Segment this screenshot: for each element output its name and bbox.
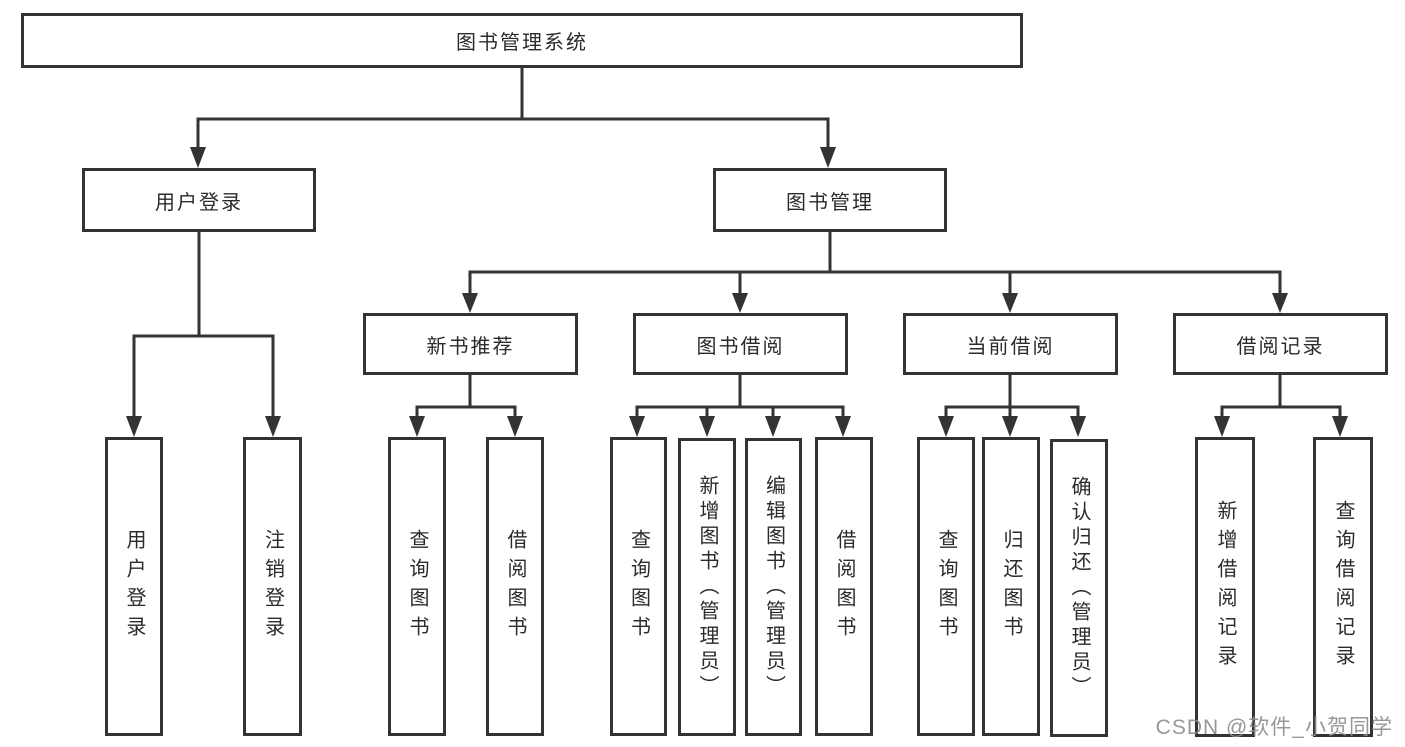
node-borrow-records: 借阅记录: [1173, 313, 1388, 375]
node-leaf-br-query-record: 查询借阅记录: [1313, 437, 1373, 737]
connector-book-borrow: [629, 373, 851, 437]
node-book-borrow: 图书借阅: [633, 313, 848, 375]
csdn-watermark: CSDN @软件_小贺同学: [1155, 716, 1393, 739]
node-leaf-bb-add-book: 新增图书（管理员）: [678, 438, 736, 736]
node-leaf-bb-edit-book: 编辑图书（管理员）: [745, 438, 802, 736]
node-leaf-cb-confirm-return: 确认归还（管理员）: [1050, 439, 1108, 737]
node-leaf-br-add-record: 新增借阅记录: [1195, 437, 1255, 737]
node-leaf-bb-query-book: 查询图书: [610, 437, 667, 736]
connector-new-book-rec: [409, 373, 523, 437]
connector-borrow-records: [1214, 373, 1348, 437]
node-leaf-cb-return-book: 归还图书: [982, 437, 1040, 736]
node-leaf-logout: 注销登录: [243, 437, 302, 736]
node-leaf-cb-query-book: 查询图书: [917, 437, 975, 736]
node-leaf-nbr-borrow-book: 借阅图书: [486, 437, 544, 736]
node-user-login-branch: 用户登录: [82, 168, 316, 232]
connector-root-to-level2: [190, 66, 836, 168]
connector-mgmt-to-level3: [462, 230, 1288, 313]
node-leaf-user-login: 用户登录: [105, 437, 163, 736]
node-book-mgmt-branch: 图书管理: [713, 168, 947, 232]
connector-current-borrow: [938, 373, 1086, 437]
node-leaf-bb-borrow-book: 借阅图书: [815, 437, 873, 736]
node-current-borrow: 当前借阅: [903, 313, 1118, 375]
connector-login-branch: [126, 230, 281, 437]
node-root: 图书管理系统: [21, 13, 1023, 68]
node-new-book-rec: 新书推荐: [363, 313, 578, 375]
node-leaf-nbr-query-book: 查询图书: [388, 437, 446, 736]
